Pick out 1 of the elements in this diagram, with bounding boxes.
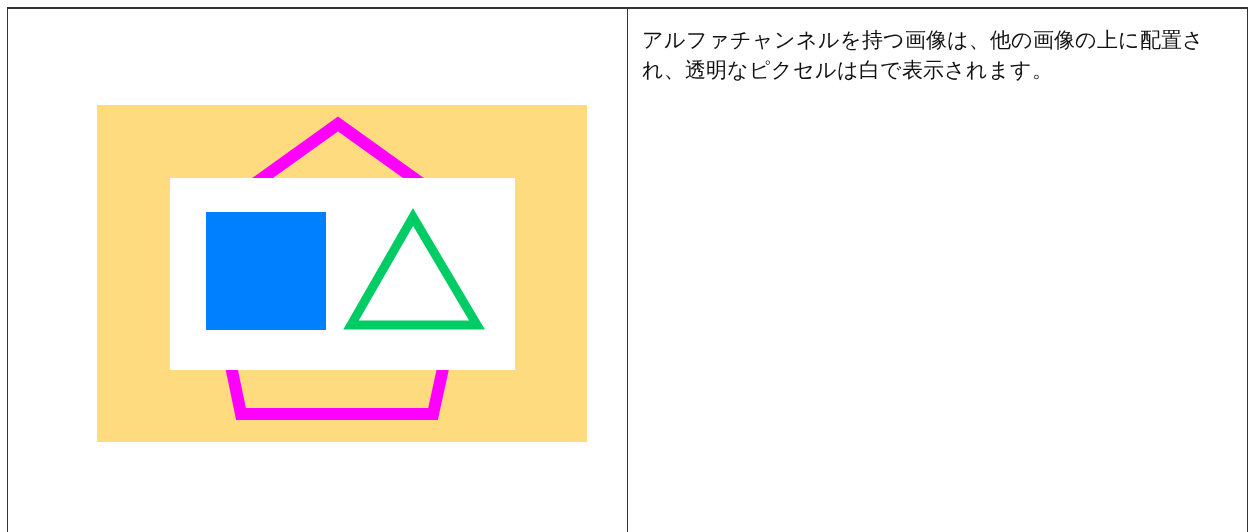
description-text: アルファチャンネルを持つ画像は、他の画像の上に配置され、透明なピクセルは白で表示されます。 <box>642 27 1205 84</box>
